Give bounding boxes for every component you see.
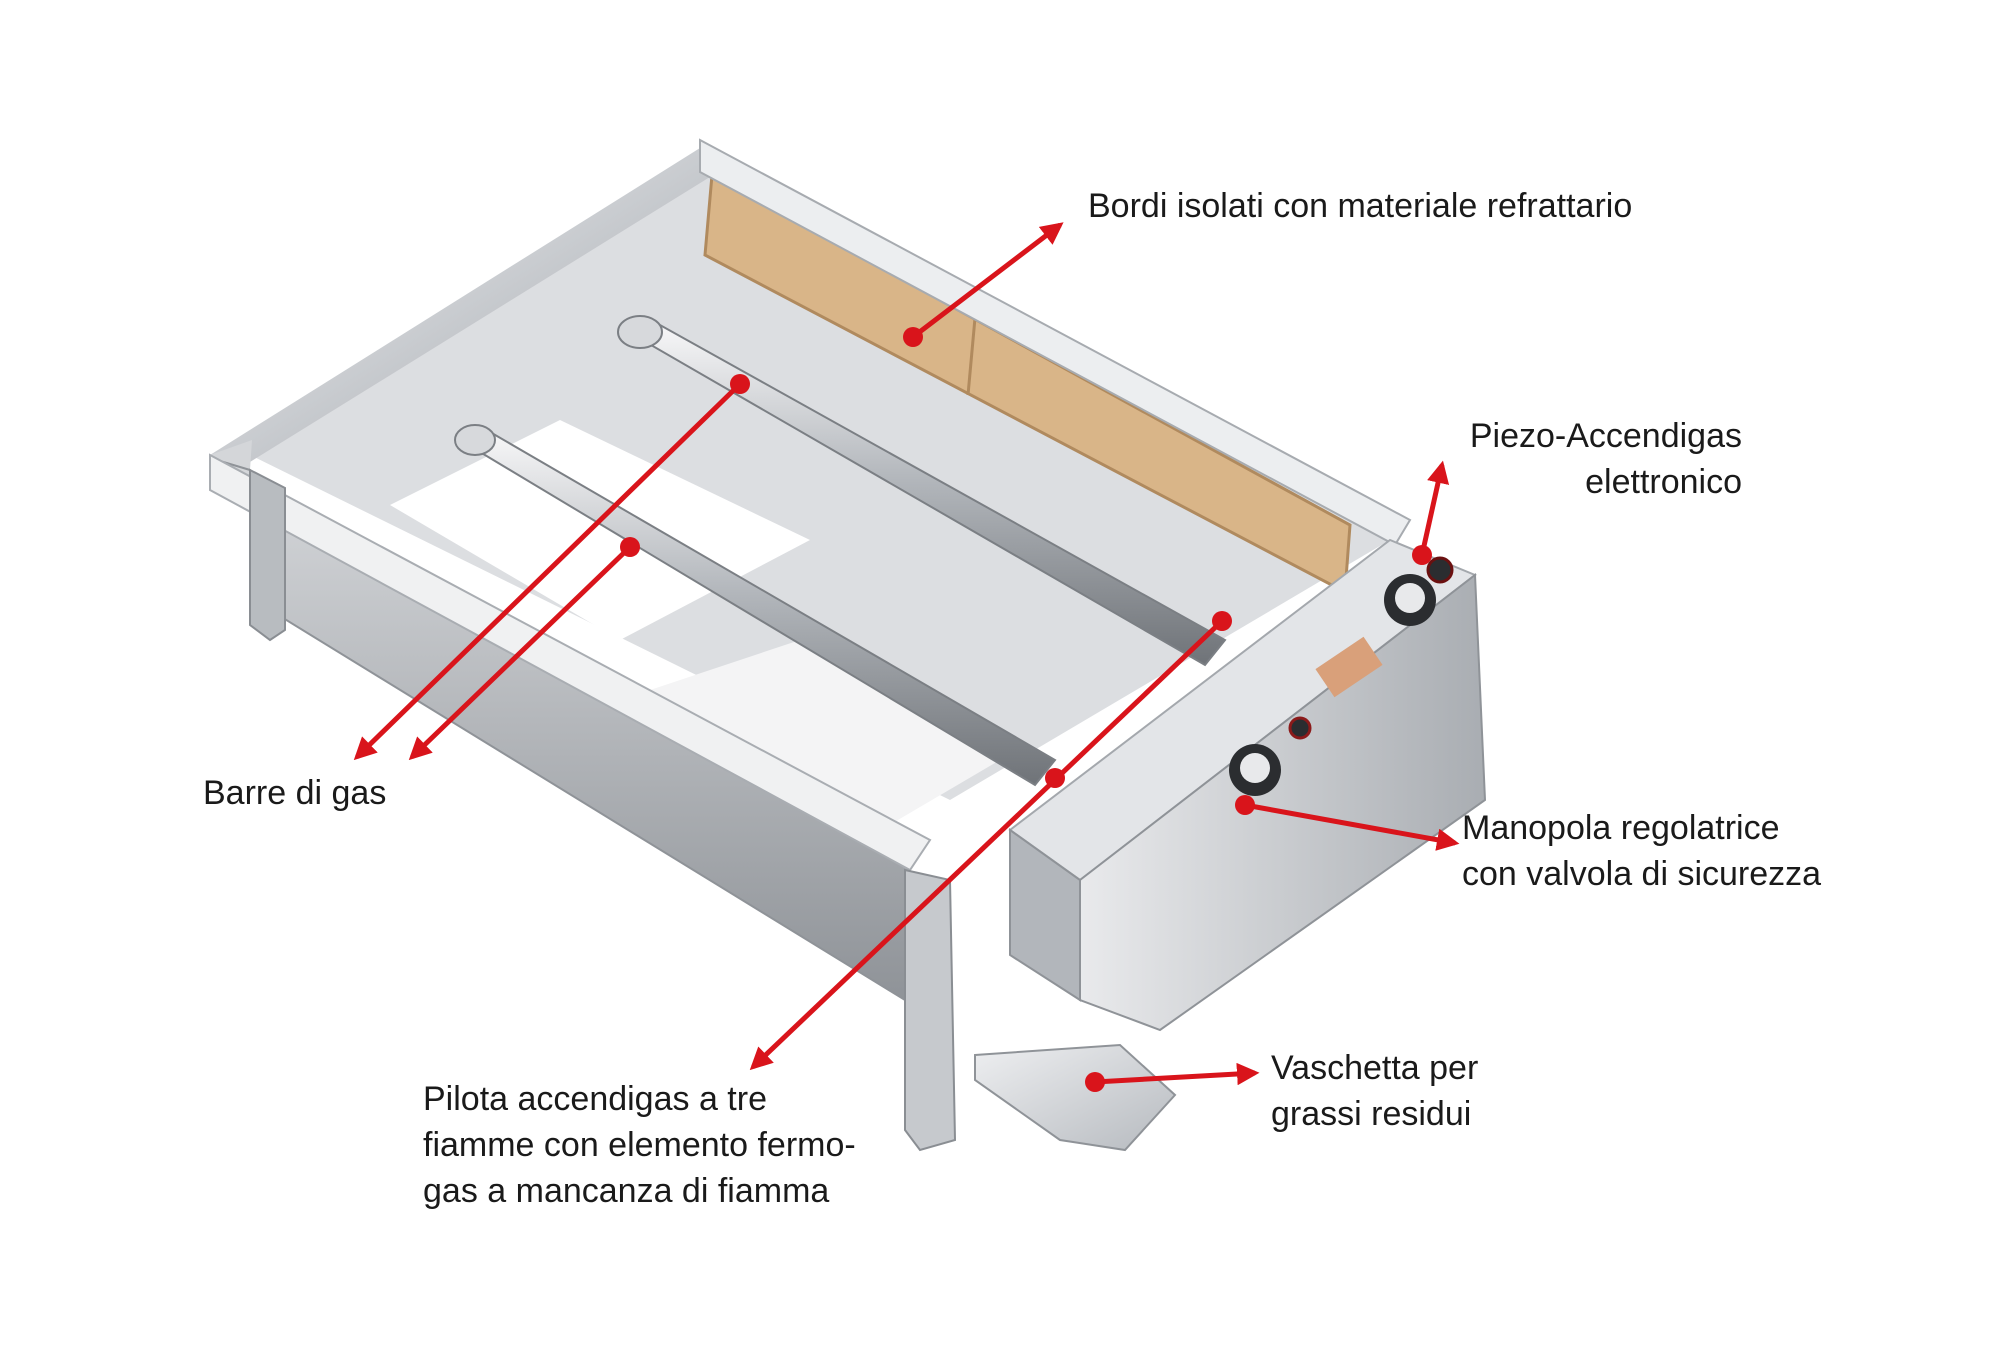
interior-floor xyxy=(240,160,1390,800)
callout-barre: Barre di gas xyxy=(203,770,386,816)
callout-pilota-line-1: Pilota accendigas a tre xyxy=(423,1080,767,1118)
callout-vaschetta-line-1: Vaschetta per xyxy=(1271,1049,1479,1087)
arrow-pilota-1 xyxy=(749,619,1224,1071)
barbecue-body xyxy=(209,138,1487,1152)
refractory-seam xyxy=(966,317,977,396)
leg-front xyxy=(904,868,957,1152)
back-wall xyxy=(210,148,718,462)
callout-piezo-line-1: Piezo-Accendigas xyxy=(1469,417,1742,455)
callout-piezo-line-2: elettronico xyxy=(1585,463,1742,501)
floor-opening-2 xyxy=(620,640,1000,860)
dot-pilota-1 xyxy=(1212,611,1232,631)
callout-manopola: Manopola regolatrice con valvola di sicu… xyxy=(1462,805,1821,897)
dot-piezo xyxy=(1412,545,1432,565)
gas-tube-2-end xyxy=(454,424,496,456)
dot-pilota-2 xyxy=(1045,768,1065,788)
arrow-barre-1 xyxy=(353,382,742,761)
callout-bordi: Bordi isolati con materiale refrattario xyxy=(1088,183,1632,229)
front-long-rim xyxy=(209,453,932,872)
dot-manopola xyxy=(1235,795,1255,815)
dot-vaschetta xyxy=(1085,1072,1105,1092)
grease-tray xyxy=(974,1043,1177,1152)
callout-manopola-line-2: con valvola di sicurezza xyxy=(1462,855,1822,893)
control-box-end xyxy=(1009,828,1081,1002)
callout-bordi-line-1: Bordi isolati con materiale refrattario xyxy=(1088,187,1633,225)
callout-barre-line-1: Barre di gas xyxy=(203,774,387,812)
leg-left xyxy=(249,468,286,642)
callout-pilota: Pilota accendigas a tre fiamme con eleme… xyxy=(423,1076,856,1214)
dot-barre-2 xyxy=(620,537,640,557)
callout-dots xyxy=(620,327,1432,1092)
arrow-manopola xyxy=(1244,802,1460,851)
arrow-bordi xyxy=(911,222,1064,339)
callout-arrows xyxy=(353,222,1460,1086)
arrow-piezo xyxy=(1419,460,1450,556)
callout-pilota-line-3: gas a mancanza di fiamma xyxy=(423,1172,830,1210)
callout-pilota-line-2: fiamme con elemento fermo- xyxy=(423,1126,856,1164)
arrow-barre-2 xyxy=(408,545,632,761)
callout-manopola-line-1: Manopola regolatrice xyxy=(1462,809,1780,847)
callout-vaschetta-line-2: grassi residui xyxy=(1271,1095,1472,1133)
knob-rear xyxy=(1384,574,1436,626)
nameplate xyxy=(1315,636,1383,698)
callout-vaschetta: Vaschetta per grassi residui xyxy=(1271,1045,1478,1137)
indicator-light xyxy=(1288,716,1312,740)
dot-bordi xyxy=(903,327,923,347)
arrow-vaschetta xyxy=(1094,1062,1260,1086)
piezo-button xyxy=(1426,556,1454,584)
gas-tube-1-end xyxy=(617,315,663,349)
callout-piezo: Piezo-Accendigas elettronico xyxy=(1430,413,1742,505)
dot-barre-1 xyxy=(730,374,750,394)
knob-front xyxy=(1229,744,1281,796)
